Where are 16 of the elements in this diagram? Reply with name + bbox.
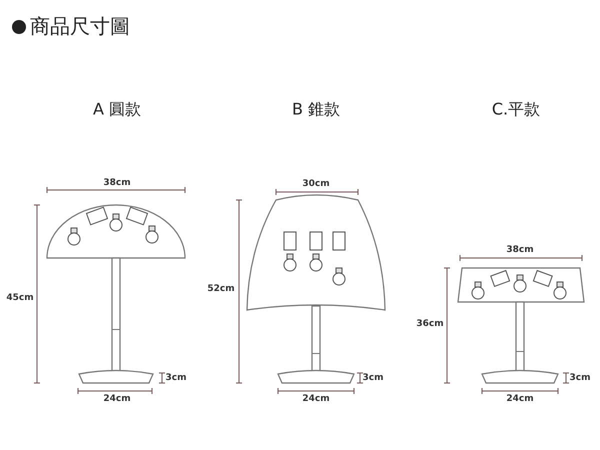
dimension-label: 24cm (302, 394, 330, 404)
dimension-label: 3cm (362, 373, 384, 383)
dimension-label: 3cm (570, 373, 590, 383)
panel-heading: C.平款 (492, 100, 540, 120)
dimension-label: 36cm (416, 319, 444, 329)
dimension-label: 24cm (506, 394, 534, 404)
dimension-label: 52cm (207, 284, 235, 294)
dimension-label: 45cm (6, 293, 34, 303)
title: 商品尺寸圖 (30, 13, 130, 40)
dimension-label: 38cm (103, 178, 131, 188)
dimension-label: 24cm (103, 394, 131, 404)
dimension-label: 30cm (302, 179, 330, 189)
panel-heading: A 圓款 (92, 100, 142, 120)
dimension-label: 3cm (166, 373, 186, 383)
dimension-label: 38cm (506, 245, 534, 255)
panel-heading: B 錐款 (292, 100, 340, 120)
